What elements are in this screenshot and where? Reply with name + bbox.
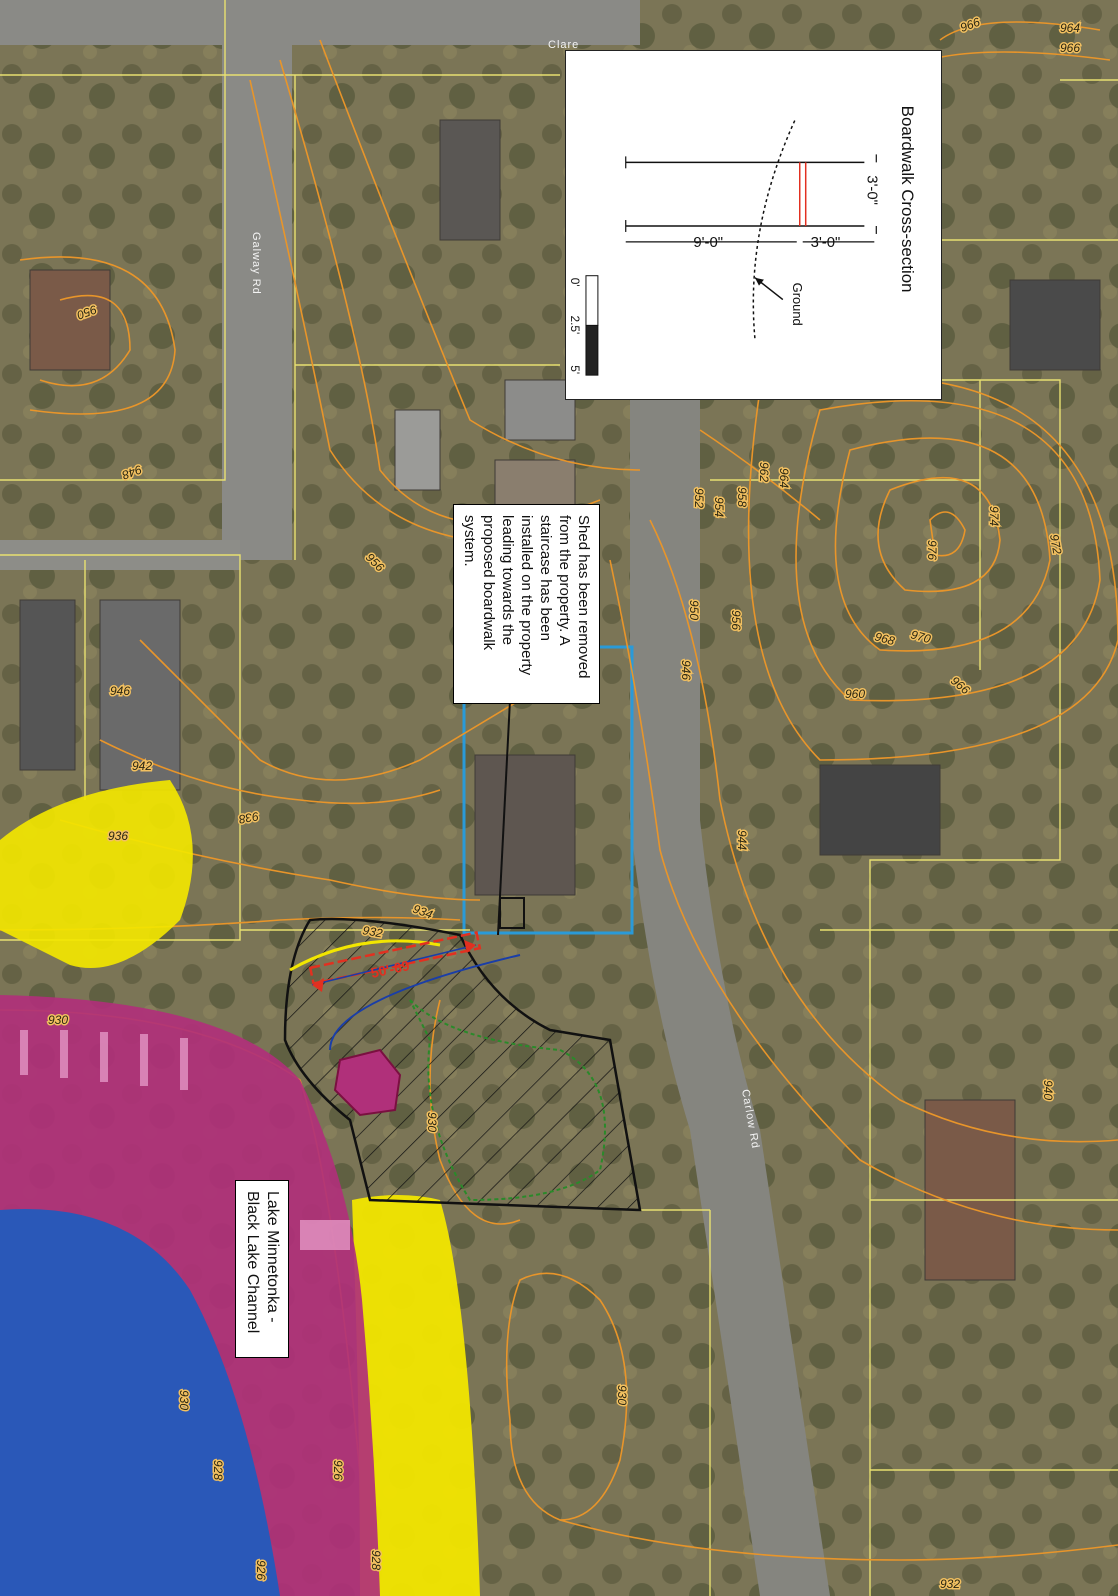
- wetland-edge: [409, 999, 606, 1202]
- contour-label: 946: [110, 684, 130, 698]
- contour-label: 972: [1047, 533, 1064, 555]
- contour-label: 944: [735, 830, 749, 850]
- contour-label: 930: [615, 1385, 629, 1405]
- buffer-zone-west: [0, 780, 193, 968]
- contour-label: 938: [237, 809, 259, 826]
- shed-callout: Shed has been removed from the property.…: [453, 504, 600, 704]
- scale-label: 2.5': [568, 315, 582, 334]
- contour-label: 940: [1041, 1080, 1055, 1100]
- blue-path: [329, 954, 521, 1051]
- contour-label: 946: [679, 660, 693, 680]
- boardwalk: [308, 931, 482, 992]
- contour-label: 926: [331, 1460, 345, 1480]
- contour-label: 966: [1060, 41, 1080, 55]
- contour-label: 970: [909, 627, 932, 646]
- contour-label: 932: [361, 923, 383, 940]
- contour-label: 962: [757, 462, 771, 482]
- contour-label: 930: [177, 1390, 191, 1410]
- contour-label: 936: [108, 829, 128, 843]
- cross-section-inset: Boardwalk Cross-section Ground 3'-0" 9'-…: [565, 50, 942, 400]
- callout-leader: [497, 699, 511, 936]
- ground-line: [752, 120, 796, 340]
- dock-strips: [20, 1030, 350, 1250]
- cross-section-title: Boardwalk Cross-section: [898, 106, 917, 293]
- contour-label: 930: [425, 1112, 439, 1132]
- buildings: [19, 119, 1101, 1281]
- project-area: [283, 917, 642, 1212]
- contour-label: 976: [925, 540, 939, 560]
- contour-label: 928: [211, 1460, 225, 1480]
- contour-label: 956: [729, 610, 743, 630]
- contour-label: 950: [687, 600, 701, 620]
- height-dimension: 3'-0": [811, 235, 841, 251]
- contour-label: 930: [48, 1013, 68, 1027]
- lake-water: [0, 1209, 280, 1596]
- contour-label: 932: [940, 1577, 960, 1591]
- contour-label: 954: [712, 497, 726, 517]
- contour-label: 974: [987, 506, 1001, 526]
- cross-section-drawing: Boardwalk Cross-section Ground 3'-0" 9'-…: [568, 106, 917, 376]
- contour-label: 968: [873, 629, 896, 648]
- contour-label: 958: [735, 487, 749, 507]
- contour-label: 964: [777, 468, 791, 488]
- contour-label: 960: [845, 687, 865, 701]
- contour-label: 926: [254, 1560, 268, 1580]
- buffer-zone-south: [352, 1195, 480, 1596]
- width-dimension: 3'-0": [863, 175, 879, 205]
- contour-label: 952: [692, 488, 706, 508]
- contour-label: 942: [132, 759, 152, 773]
- lake-label: Lake Minnetonka - Black Lake Channel: [235, 1180, 289, 1358]
- contour-label: 928: [369, 1550, 383, 1570]
- span-dimension: 9'-0": [693, 235, 723, 251]
- ground-label: Ground: [790, 283, 805, 326]
- ohw-line: [289, 939, 441, 972]
- scale-label: 5': [568, 365, 582, 374]
- road-label-clare: Clare: [548, 39, 579, 51]
- platform: [333, 1048, 402, 1117]
- road-label-galway: Galway Rd: [250, 232, 262, 295]
- contour-label: 964: [1060, 21, 1080, 35]
- scale-label: 0': [568, 278, 582, 287]
